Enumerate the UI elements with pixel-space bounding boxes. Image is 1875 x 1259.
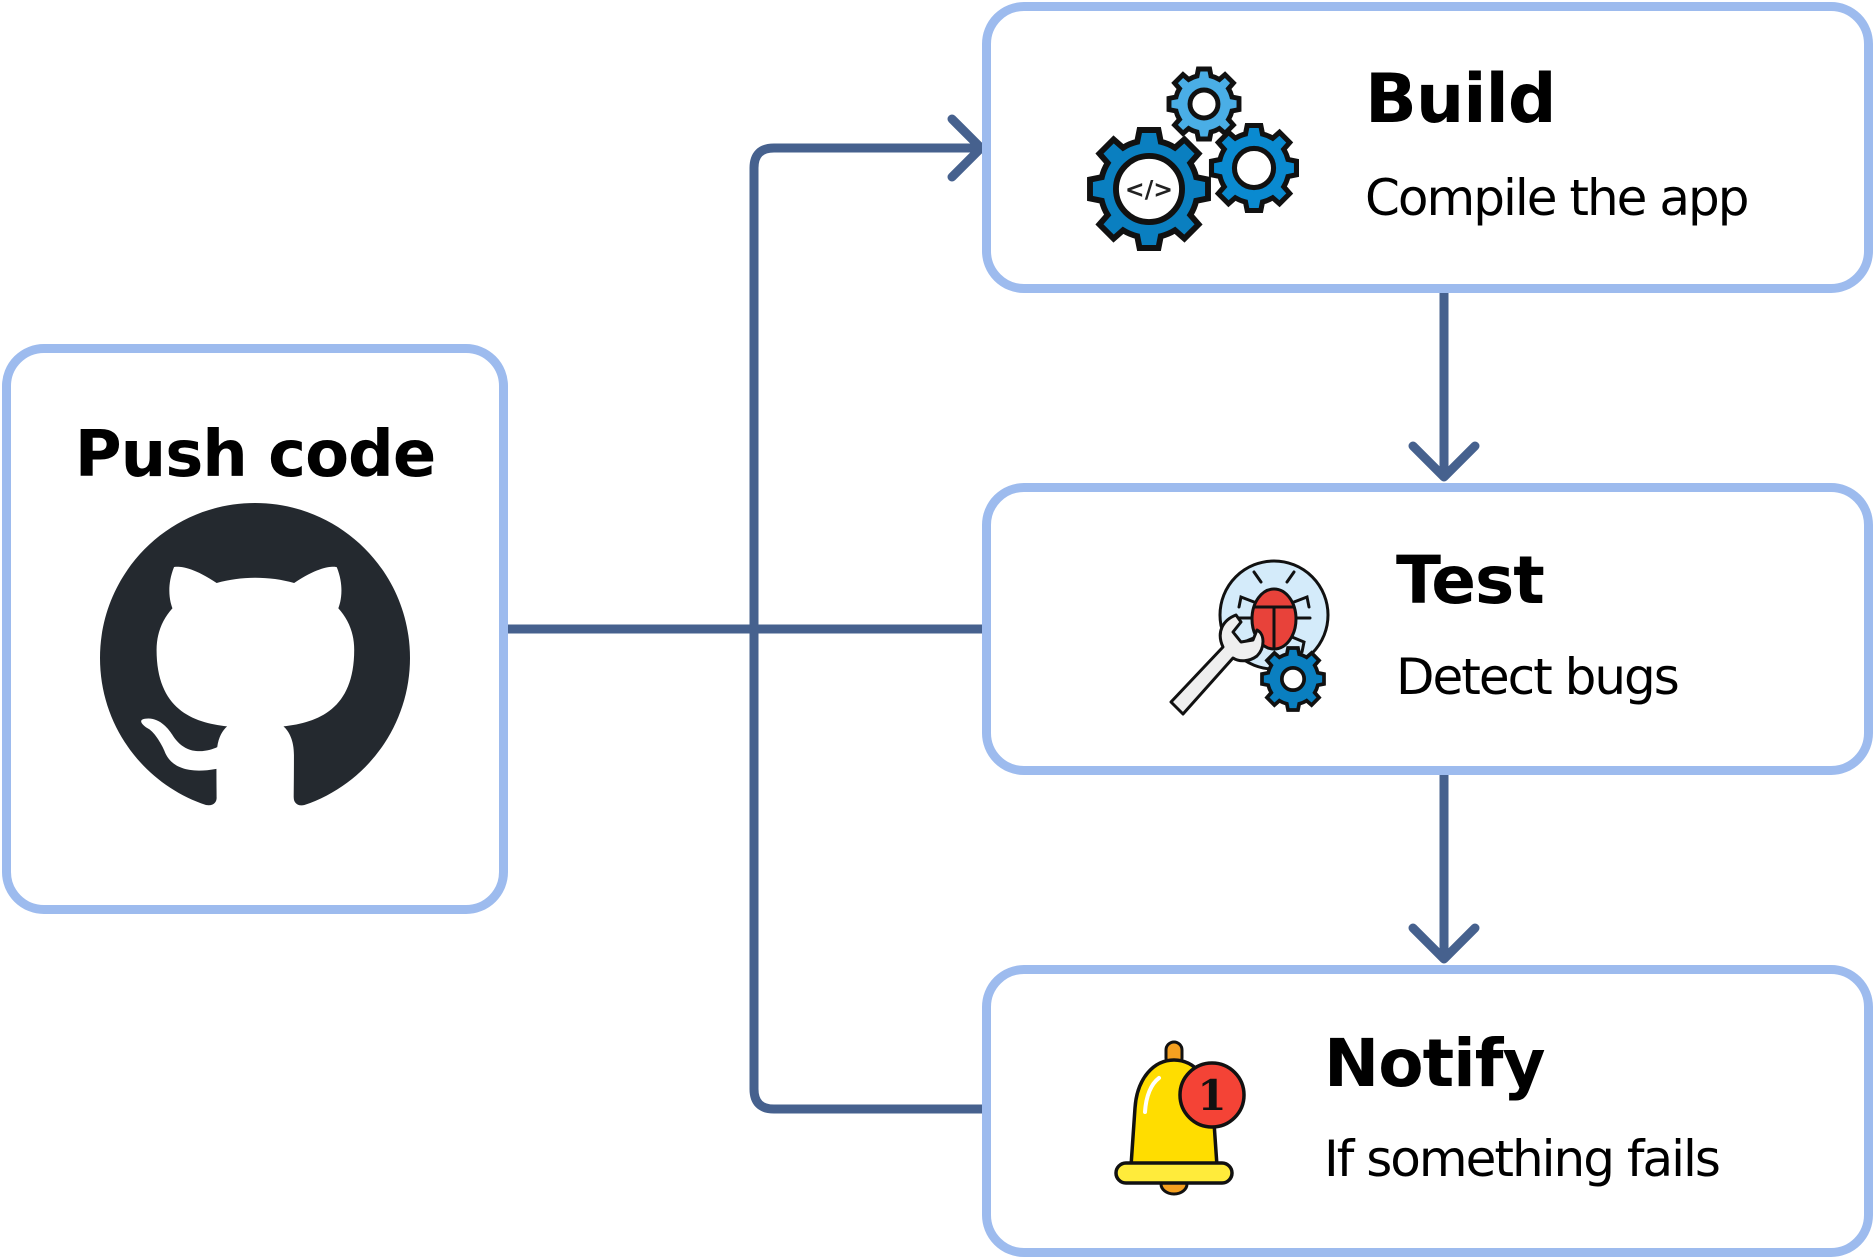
bug-wrench-gear-icon xyxy=(1169,559,1330,716)
edge-push-to-build xyxy=(749,143,985,634)
node-push-code[interactable]: Push code xyxy=(2,344,508,914)
node-subtitle: Detect bugs xyxy=(1396,648,1680,706)
arrowhead-notify xyxy=(1408,923,1480,964)
gear-medium xyxy=(1212,126,1297,211)
node-title: Notify xyxy=(1324,1025,1545,1102)
badge-count: 1 xyxy=(1197,1071,1226,1120)
arrowhead-build xyxy=(947,114,986,182)
github-octocat-icon xyxy=(100,503,410,806)
gears-code-icon: </> xyxy=(1079,56,1299,266)
gear-large: </> xyxy=(1090,130,1208,248)
node-title: Test xyxy=(1396,542,1545,619)
bell-notification-icon: 1 xyxy=(1114,1040,1246,1196)
node-title: Push code xyxy=(74,418,437,492)
node-build[interactable]: </> Build Compile the app xyxy=(982,2,1873,293)
arrowhead-test xyxy=(1408,441,1480,482)
node-test[interactable]: Test Detect bugs xyxy=(982,483,1873,775)
edge-push-to-notify xyxy=(749,624,987,1114)
notification-badge: 1 xyxy=(1178,1061,1246,1129)
node-subtitle: Compile the app xyxy=(1365,169,1749,227)
svg-text:</>: </> xyxy=(1125,175,1173,203)
node-notify[interactable]: 1 Notify If something fails xyxy=(982,965,1873,1257)
node-title: Build xyxy=(1365,60,1557,139)
node-subtitle: If something fails xyxy=(1324,1130,1721,1188)
gear-small xyxy=(1169,69,1239,139)
